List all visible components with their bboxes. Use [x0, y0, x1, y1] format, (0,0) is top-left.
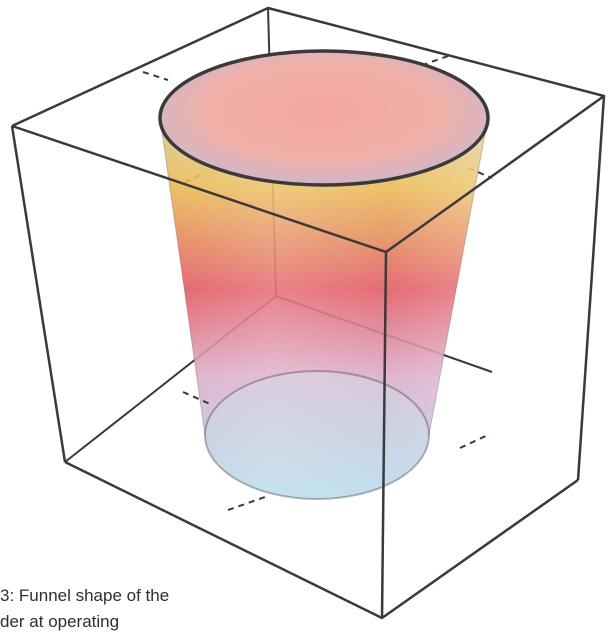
bottom-face-dashes [182, 391, 491, 511]
frame-front-edges [10, 6, 606, 620]
funnel-top-opening [158, 49, 490, 187]
funnel-bottom-ellipse [204, 370, 430, 500]
figure-caption-line-2: der at operating [0, 612, 120, 631]
figure-caption-line-1: 3: Funnel shape of the [0, 586, 170, 605]
funnel-shape [158, 49, 490, 500]
